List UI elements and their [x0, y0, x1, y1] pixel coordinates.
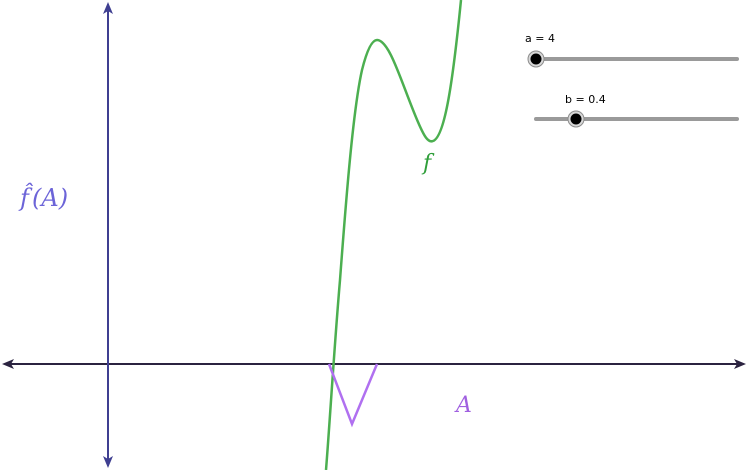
slider-b[interactable]: b = 0.4	[534, 93, 739, 128]
curve-A[interactable]	[327, 363, 379, 428]
x-axis-right-arrow-icon	[734, 359, 746, 369]
slider-a[interactable]: a = 4	[525, 32, 739, 68]
slider-b-knob-core[interactable]	[570, 113, 582, 125]
x-axis-left-arrow-icon	[2, 359, 14, 369]
slider-a-label: a = 4	[525, 32, 555, 45]
y-axis-top-arrow-icon	[103, 2, 113, 14]
curve-f[interactable]	[324, 0, 463, 470]
slider-a-knob-core[interactable]	[530, 53, 542, 65]
y-axis	[103, 2, 113, 468]
y-axis-label-arg: (A)	[32, 184, 68, 212]
slider-b-label: b = 0.4	[565, 93, 606, 106]
curve-A-label: A	[454, 393, 472, 418]
curve-f-label: f	[421, 151, 435, 176]
y-axis-bottom-arrow-icon	[103, 456, 113, 468]
x-axis	[2, 359, 746, 369]
